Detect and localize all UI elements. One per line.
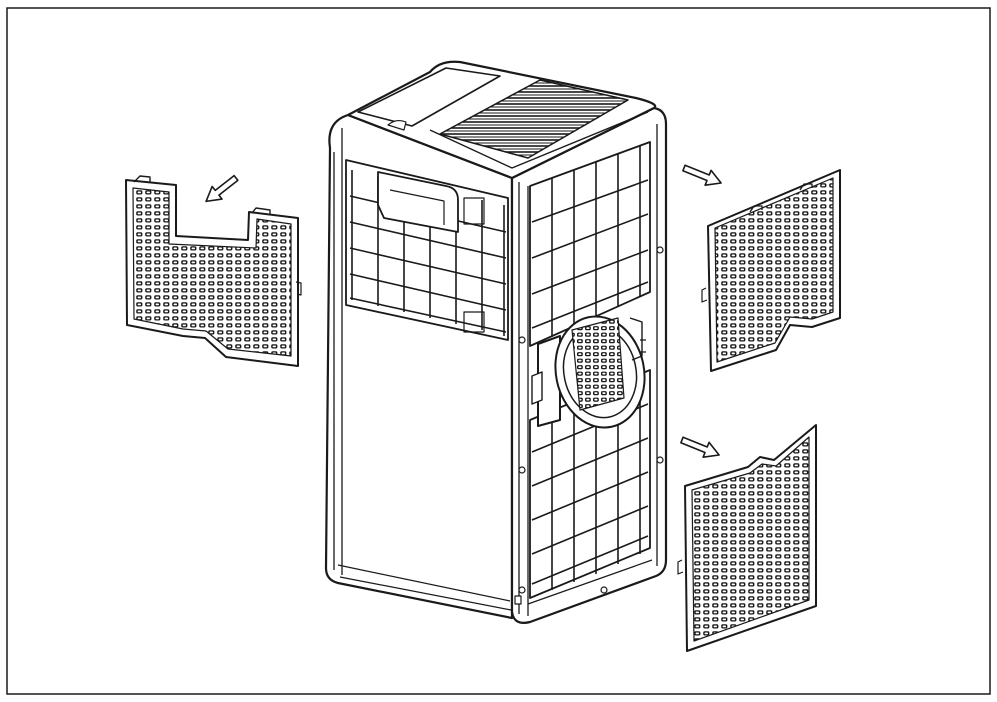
upper-side-filter	[701, 169, 841, 372]
top-exhaust-vent	[439, 79, 629, 159]
upper-back-filter	[125, 175, 302, 367]
figure-frame	[6, 7, 991, 695]
upper-side-grid	[531, 146, 649, 336]
remove-left-arrow-icon	[205, 174, 239, 203]
air-conditioner-unit	[324, 60, 668, 624]
remove-lower-right-arrow-icon	[680, 436, 720, 458]
lower-side-filter	[677, 424, 817, 652]
remove-upper-right-arrow-icon	[682, 164, 722, 186]
lower-side-grid	[531, 378, 649, 590]
carry-handle	[377, 171, 459, 233]
exhaust-hose-adapter	[531, 315, 646, 429]
